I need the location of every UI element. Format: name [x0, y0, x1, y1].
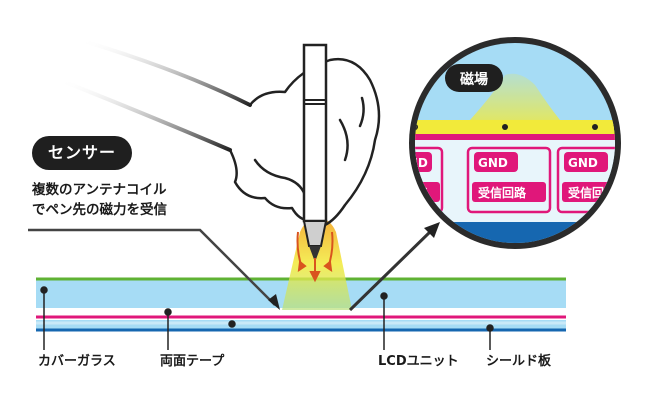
pen-tip: [302, 220, 328, 247]
hand-illustration: [58, 38, 381, 227]
sensor-pointer: [28, 228, 280, 310]
field-arrows: [296, 231, 334, 283]
sensor-title: センサー: [32, 136, 133, 170]
gnd-label-3: GND: [568, 156, 598, 170]
magnetic-field-cone: [282, 218, 352, 310]
rx-label-2: 受信回路: [478, 185, 527, 200]
pen: [302, 43, 328, 262]
cover-glass-label: カバーガラス: [38, 354, 116, 369]
sensor-desc-line2: でペン先の磁力を受信: [32, 202, 167, 218]
magnetic-field-label: 磁場: [460, 71, 488, 88]
lcd-layer: [36, 320, 566, 330]
double-tape-label: 両面テープ: [160, 354, 225, 369]
magnetic-field-pill: [445, 64, 503, 92]
sensor-desc-line1: 複数のアンテナコイル: [32, 182, 167, 198]
layer-markers: [40, 286, 494, 350]
gnd-label-2: GND: [478, 156, 508, 170]
lcd-unit-label: LCDユニット: [378, 354, 459, 369]
zoom-detail: GND GND GND 受信回路 受信回路 受信回路 磁場: [398, 37, 621, 249]
zoom-pointer: [348, 222, 440, 312]
shield-plate-label: シールド板: [486, 354, 552, 369]
gnd-label-1: GND: [398, 156, 428, 170]
